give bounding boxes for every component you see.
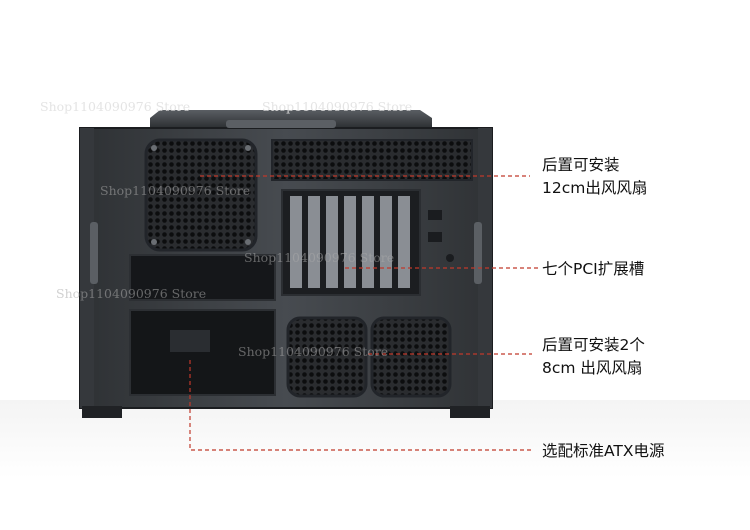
watermark: Shop1104090976 Store [56, 286, 207, 301]
case-top-lid [150, 110, 432, 128]
motherboard-io-area [129, 254, 276, 301]
left-side-panel [80, 128, 94, 408]
psu-socket [170, 330, 210, 352]
rear-fan-80-mesh-right [370, 316, 452, 398]
pci-slot-brackets [290, 196, 410, 288]
left-handle [90, 222, 98, 284]
psu-bay [129, 309, 276, 396]
leader-psu [189, 360, 532, 451]
callout-line: 七个PCI扩展槽 [542, 260, 645, 278]
case-foot-right [450, 406, 490, 418]
callout-rear-fan-80: 后置可安装2个 8cm 出风风扇 [542, 334, 645, 380]
callout-line: 8cm 出风风扇 [542, 359, 643, 377]
watermark: Shop1104090976 Store [262, 99, 413, 114]
callout-line: 12cm出风风扇 [542, 179, 648, 197]
callout-pci-slots: 七个PCI扩展槽 [542, 258, 644, 281]
top-vent-mesh [271, 139, 473, 181]
right-handle [474, 222, 482, 284]
callout-line: 后置可安装 [542, 156, 620, 174]
leader-lines [189, 175, 538, 451]
watermark: Shop1104090976 Store [238, 344, 389, 359]
watermark: Shop1104090976 Store [244, 250, 395, 265]
watermark: Shop1104090976 Store [40, 99, 191, 114]
rear-fan-120-mesh [144, 138, 258, 252]
case-foot-left [82, 406, 122, 418]
floor-shadow [0, 400, 750, 530]
rear-fan-80-mesh-left [286, 316, 368, 398]
callout-psu: 选配标准ATX电源 [542, 440, 665, 463]
callout-line: 后置可安装2个 [542, 336, 645, 354]
watermark: Shop1104090976 Store [100, 183, 251, 198]
top-handle [226, 120, 336, 128]
callout-rear-fan-120: 后置可安装 12cm出风风扇 [542, 154, 647, 200]
callout-line: 选配标准ATX电源 [542, 442, 665, 460]
